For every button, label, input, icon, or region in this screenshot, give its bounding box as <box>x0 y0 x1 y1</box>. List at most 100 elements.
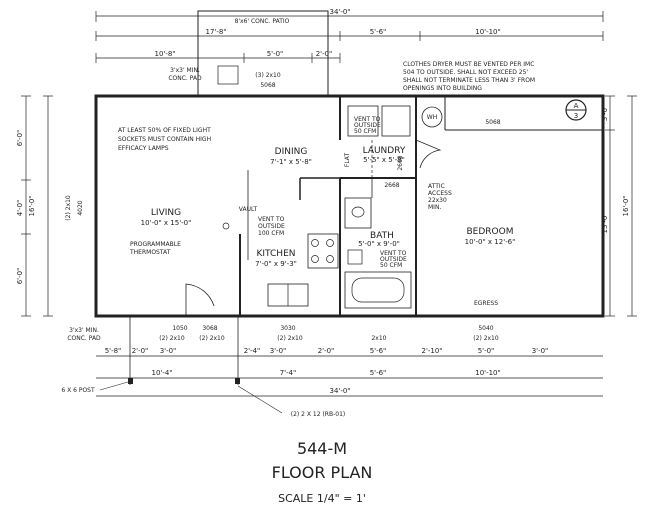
living-size: 10'-0" x 15'-0" <box>141 219 192 227</box>
vent-laundry-3: 50 CFM <box>354 128 376 135</box>
vent-kitchen-1: VENT TO <box>258 216 285 223</box>
dim-b2-0: 10'-4" <box>151 369 172 377</box>
patio: 8'x6' CONC. PATIO 3'x3' MIN. CONC. PAD (… <box>168 10 329 96</box>
dim-b1-7: 2'-10" <box>421 347 442 355</box>
bedroom-name: BEDROOM <box>467 227 514 237</box>
dim-b1-2: 3'-0" <box>160 347 177 355</box>
dim-b1-1: 2'-0" <box>132 347 149 355</box>
bath-name: BATH <box>370 231 394 241</box>
dim-b1-8: 5'-0" <box>478 347 495 355</box>
laundry-name: LAUNDRY <box>363 146 406 156</box>
attic-2: ACCESS <box>428 190 452 197</box>
attic-3: 22x30 <box>428 197 447 204</box>
building-walls <box>94 94 605 318</box>
win-3068: 3068 <box>202 325 217 332</box>
dim-top-10-8: 10'-8" <box>154 50 175 58</box>
water-heater-label: WH <box>427 114 437 121</box>
thermostat-1: PROGRAMMABLE <box>130 241 181 248</box>
pad-top-line1: 3'x3' MIN. <box>170 67 200 74</box>
top-dimensions: 34'-0" 17'-8" 5'-6" 10'-10" 10'-8" 5'-0"… <box>95 8 604 63</box>
dim-b1-9: 3'-0" <box>532 347 549 355</box>
left-window-size: 4020 <box>77 200 84 215</box>
dining-name: DINING <box>275 147 308 157</box>
dim-left-6-0-top: 6'-0" <box>16 130 24 147</box>
dim-top-5-6: 5'-6" <box>370 28 387 36</box>
win-3068-header: (2) 2x10 <box>199 335 225 342</box>
dryer-note-4: OPENINGS INTO BUILDING <box>403 85 482 92</box>
vent-laundry-2: OUTSIDE <box>354 122 381 129</box>
header-3-2x10: (3) 2x10 <box>255 72 281 79</box>
dim-left-4-0: 4'-0" <box>16 200 24 217</box>
bath-size: 5'-0" x 9'-0" <box>358 240 400 248</box>
pad-bottom-2: CONC. PAD <box>67 335 101 342</box>
vent-kitchen-2: OUTSIDE <box>258 223 285 230</box>
post-label: 6 X 6 POST <box>61 387 95 394</box>
laundry-door: 2668 <box>397 155 404 170</box>
dim-right-16-0: 16'-0" <box>622 195 630 216</box>
egress-label: EGRESS <box>474 300 498 307</box>
callout-sheet: 3 <box>574 112 578 120</box>
win-1050: 1050 <box>172 325 187 332</box>
vent-bath-1: VENT TO <box>380 250 407 257</box>
win-3030: 3030 <box>280 325 295 332</box>
vent-laundry-1: VENT TO <box>354 116 381 123</box>
doors <box>185 139 442 316</box>
attic-4: MIN. <box>428 204 441 211</box>
bedroom-size: 10'-0" x 12'-6" <box>465 238 516 246</box>
dryer-note-1: CLOTHES DRYER MUST BE VENTED PER IMC <box>403 61 534 68</box>
dim-b1-5: 2'-0" <box>318 347 335 355</box>
dim-b1-6: 5'-6" <box>370 347 387 355</box>
dim-b-overall: 34'-0" <box>329 387 350 395</box>
dim-b2-2: 5'-6" <box>370 369 387 377</box>
win-1050-header: (2) 2x10 <box>159 335 185 342</box>
bottom-dimensions: 5'-8" 2'-0" 3'-0" 2'-4" 3'-0" 2'-0" 5'-6… <box>96 347 603 418</box>
dim-b1-3: 2'-4" <box>244 347 261 355</box>
bottom-openings: 1050 (2) 2x10 3068 (2) 2x10 3030 (2) 2x1… <box>61 316 499 394</box>
pad-bottom-1: 3'x3' MIN. <box>69 327 99 334</box>
light-note-3: EFFICACY LAMPS <box>118 145 169 152</box>
patio-label: 8'x6' CONC. PATIO <box>235 18 290 25</box>
section-callout: A 3 <box>565 99 587 121</box>
pad-top-line2: CONC. PAD <box>168 75 202 82</box>
attic-1: ATTIC <box>428 183 445 190</box>
laundry-size: 5'-5" x 5'-8" <box>363 156 405 164</box>
dim-top-17-8: 17'-8" <box>205 28 226 36</box>
left-window-header: (2) 2x10 <box>65 195 72 221</box>
dim-top-10-10: 10'-10" <box>475 28 500 36</box>
light-note-1: AT LEAST 50% OF FIXED LIGHT <box>118 127 211 134</box>
dim-b1-0: 5'-8" <box>105 347 122 355</box>
fixtures <box>222 197 412 309</box>
thermostat-2: THERMOSTAT <box>129 249 171 256</box>
dim-overall-top: 34'-0" <box>329 8 350 16</box>
dim-b2-1: 7'-4" <box>280 369 297 377</box>
bath-header: 2x10 <box>371 335 386 342</box>
rb-note: (2) 2 X 12 (RB-01) <box>291 411 345 418</box>
door-5068-top: 5068 <box>260 82 275 89</box>
right-dimensions: 3'-0" 13'-0" 16'-0" <box>601 95 637 317</box>
vent-kitchen-3: 100 CFM <box>258 230 284 237</box>
dim-left-6-0-bottom: 6'-0" <box>16 268 24 285</box>
dim-top-5-0: 5'-0" <box>267 50 284 58</box>
dim-b2-3: 10'-10" <box>475 369 500 377</box>
bedroom-top-window: 5068 <box>485 119 500 126</box>
model-number: 544-M <box>297 439 347 458</box>
dim-top-2-0: 2'-0" <box>316 50 333 58</box>
win-5040: 5040 <box>478 325 493 332</box>
notes: AT LEAST 50% OF FIXED LIGHT SOCKETS MUST… <box>118 61 535 307</box>
win-5040-header: (2) 2x10 <box>473 335 499 342</box>
dining-size: 7'-1" x 5'-8" <box>270 158 312 166</box>
dryer-note-2: 504 TO OUTSIDE. SHALL NOT EXCEED 25' <box>403 69 528 76</box>
dim-b1-4: 3'-0" <box>270 347 287 355</box>
light-note-2: SOCKETS MUST CONTAIN HIGH <box>118 136 211 143</box>
dim-right-3-0: 3'-0" <box>601 105 609 122</box>
win-3030-header: (2) 2x10 <box>277 335 303 342</box>
kitchen-size: 7'-0" x 9'-3" <box>255 260 297 268</box>
living-name: LIVING <box>151 208 181 218</box>
plan-scale: SCALE 1/4" = 1' <box>278 492 366 505</box>
dryer-note-3: SHALL NOT TERMINATE LESS THAN 3' FROM <box>403 77 535 84</box>
title-block: 544-M FLOOR PLAN SCALE 1/4" = 1' <box>272 439 373 505</box>
callout-letter: A <box>574 102 579 110</box>
flat-label: FLAT <box>344 153 351 168</box>
left-dimensions: 16'-0" 6'-0" 4'-0" 6'-0" (2) 2x10 4020 <box>16 95 84 317</box>
